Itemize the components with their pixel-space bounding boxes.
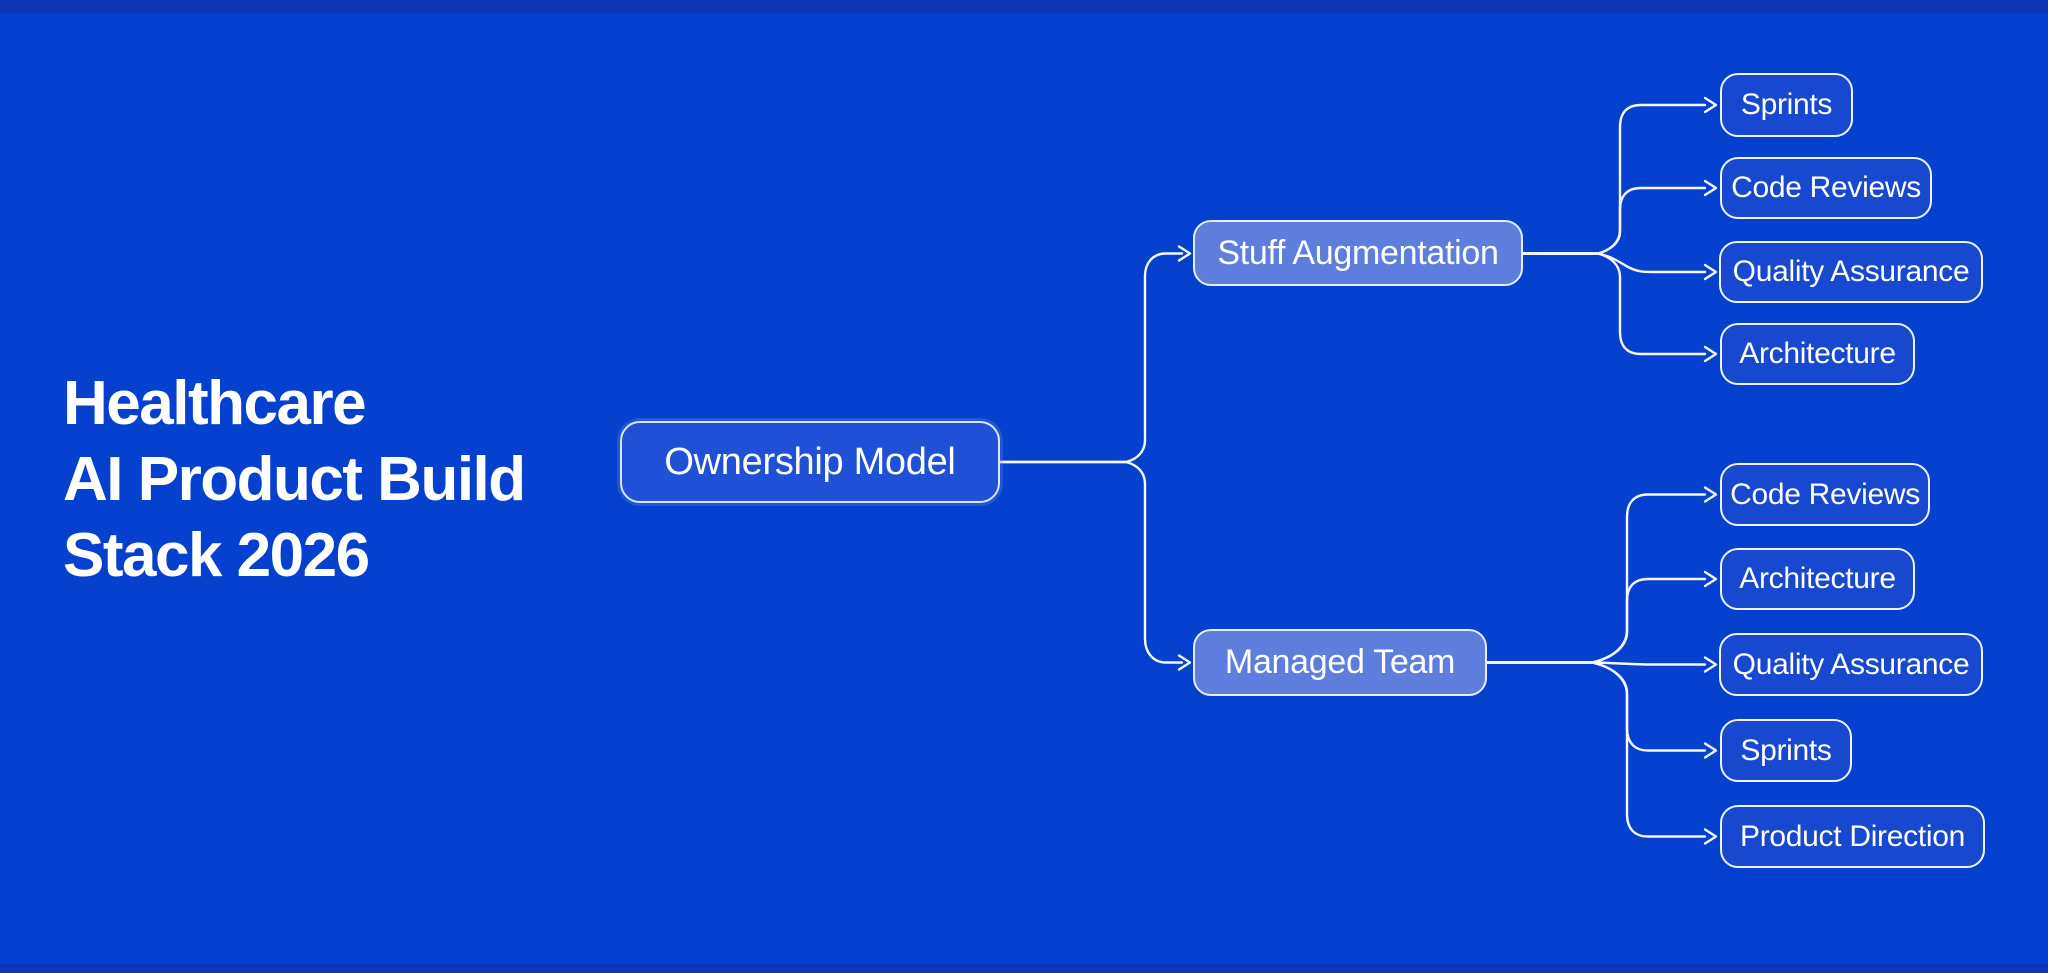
connector-managed-to-architecture — [1485, 577, 1707, 664]
node-label: Quality Assurance — [1732, 647, 1970, 681]
node-managed-child-product-direction[interactable]: Product Direction — [1720, 805, 1985, 868]
arrowhead-icon — [1703, 742, 1718, 759]
page-title: Healthcare AI Product Build Stack 2026 — [63, 366, 526, 594]
arrowhead-icon — [1703, 828, 1718, 845]
node-stuff-child-quality-assurance[interactable]: Quality Assurance — [1719, 241, 1983, 303]
canvas-top-edge — [0, 0, 2048, 13]
connector-stuff-to-architecture — [1521, 252, 1707, 356]
node-label: Sprints — [1740, 88, 1833, 121]
arrowhead-icon — [1177, 654, 1192, 671]
title-line-3: Stack 2026 — [63, 521, 370, 590]
arrowhead-icon — [1703, 263, 1718, 281]
connector-root-to-stuff-augmentation — [997, 252, 1184, 464]
arrowhead-icon — [1703, 570, 1718, 588]
arrowhead-icon — [1703, 345, 1718, 363]
node-stuff-child-sprints[interactable]: Sprints — [1720, 73, 1853, 137]
title-line-1: Healthcare — [63, 369, 367, 438]
node-stuff-child-architecture[interactable]: Architecture — [1720, 323, 1915, 385]
arrowhead-icon — [1703, 656, 1718, 673]
node-managed-child-sprints[interactable]: Sprints — [1720, 719, 1852, 782]
node-label: Product Direction — [1740, 819, 1965, 853]
connector-stuff-to-sprints — [1521, 103, 1707, 255]
title-line-2: AI Product Build — [63, 445, 526, 514]
connector-managed-to-product-direction — [1485, 661, 1707, 838]
arrowhead-icon — [1177, 245, 1192, 262]
node-label: Code Reviews — [1731, 171, 1921, 204]
node-managed-child-quality-assurance[interactable]: Quality Assurance — [1719, 633, 1983, 696]
arrowhead-icon — [1703, 96, 1718, 114]
node-label: Architecture — [1739, 562, 1896, 595]
node-label: Code Reviews — [1730, 477, 1920, 511]
connector-stuff-to-code-reviews — [1521, 186, 1707, 255]
node-stuff-augmentation[interactable]: Stuff Augmentation — [1193, 220, 1523, 286]
node-label: Architecture — [1739, 337, 1896, 370]
canvas-bottom-edge — [0, 964, 2048, 973]
connector-managed-to-sprints — [1485, 661, 1707, 752]
node-managed-team[interactable]: Managed Team — [1193, 629, 1487, 696]
node-label: Managed Team — [1224, 643, 1456, 681]
node-label: Stuff Augmentation — [1217, 233, 1499, 272]
connector-root-to-managed-team — [997, 460, 1184, 664]
arrowhead-icon — [1703, 179, 1718, 197]
node-label: Sprints — [1740, 733, 1832, 767]
arrowhead-icon — [1703, 486, 1718, 503]
node-label: Quality Assurance — [1732, 255, 1970, 288]
node-managed-child-code-reviews[interactable]: Code Reviews — [1720, 463, 1930, 526]
node-label: Ownership Model — [664, 440, 956, 483]
node-managed-child-architecture[interactable]: Architecture — [1720, 548, 1915, 610]
node-ownership-model[interactable]: Ownership Model — [620, 421, 1000, 503]
node-stuff-child-code-reviews[interactable]: Code Reviews — [1720, 157, 1932, 219]
